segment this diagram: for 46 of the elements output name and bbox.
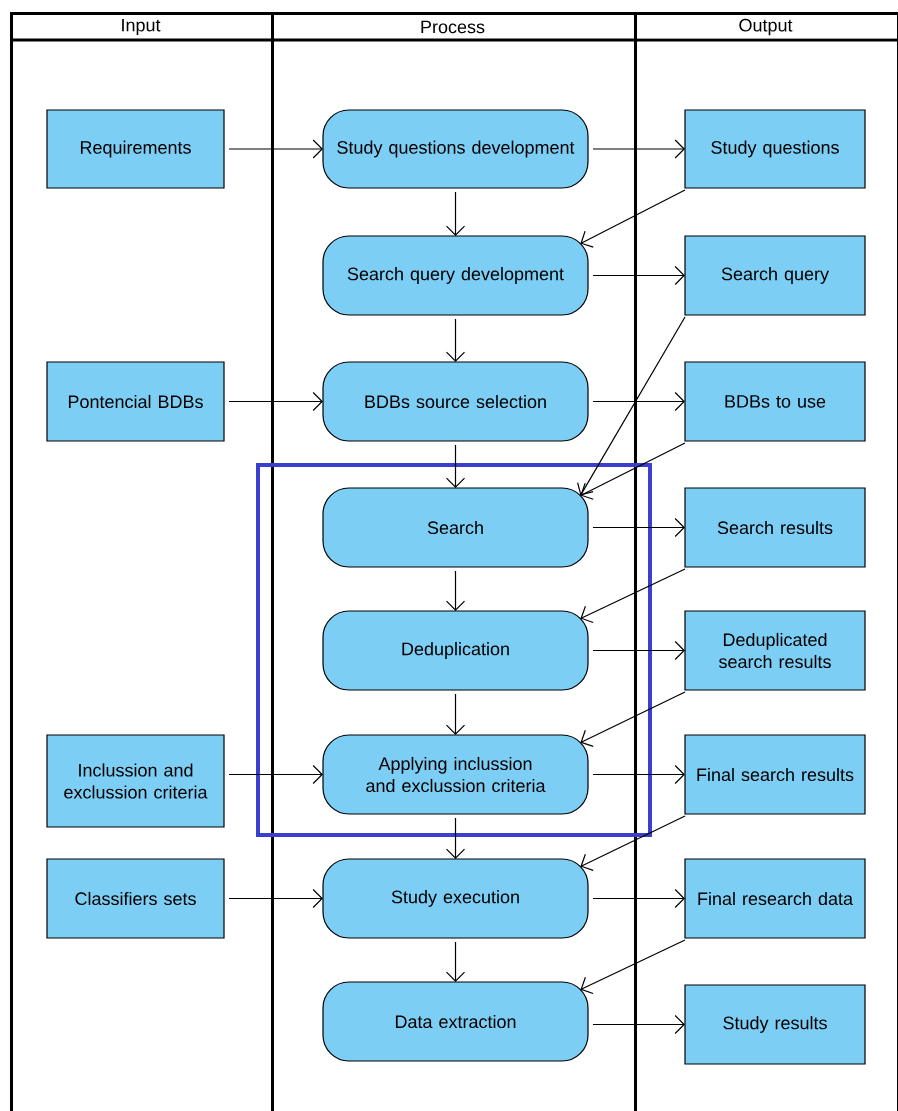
arrow [445,941,466,982]
data-box: Pontencial BDBs [46,361,225,442]
arrow [592,640,685,661]
arrow [228,391,323,412]
data-box: Requirements [46,109,225,189]
data-box: Deduplicated search results [684,610,866,691]
data-box: Study results [684,984,866,1065]
data-box: Inclussion and exclussion criteria [46,734,225,828]
data-box: BDBs to use [684,361,866,442]
arrow [592,139,685,159]
data-box: Search results [684,487,866,568]
data-box: Classifiers sets [46,858,225,939]
activity-box: Search [322,487,589,568]
activity-box: Search query development [322,235,589,316]
arrow [580,568,686,624]
arrow [592,888,685,909]
activity-box: Deduplication [322,610,589,691]
arrow [228,139,323,159]
arrow [445,444,466,488]
activity-box: Data extraction [322,981,589,1062]
data-box: Final search results [684,734,866,815]
arrow [580,442,686,500]
arrow [445,318,466,362]
arrow [592,265,685,286]
activity-box: Study questions development [322,109,589,189]
data-box: Final research data [684,858,866,939]
arrow [577,316,686,496]
arrow [228,764,323,785]
arrow [580,189,686,248]
arrow [228,888,323,909]
arrow [592,517,685,538]
activity-box: Study execution [322,858,589,939]
data-box: Search query [684,235,866,316]
arrow [445,570,466,611]
arrow [445,817,466,859]
data-box: Study questions [684,109,866,189]
arrow [592,764,685,785]
arrow [580,939,686,995]
arrow [580,815,686,872]
arrow [445,693,466,735]
arrow [445,191,466,236]
arrow [592,391,685,412]
arrow [580,691,686,748]
activity-box: Applying inclussion and exclussion criteria [322,734,589,815]
activity-box: BDBs source selection [322,361,589,442]
arrow [592,1014,685,1035]
